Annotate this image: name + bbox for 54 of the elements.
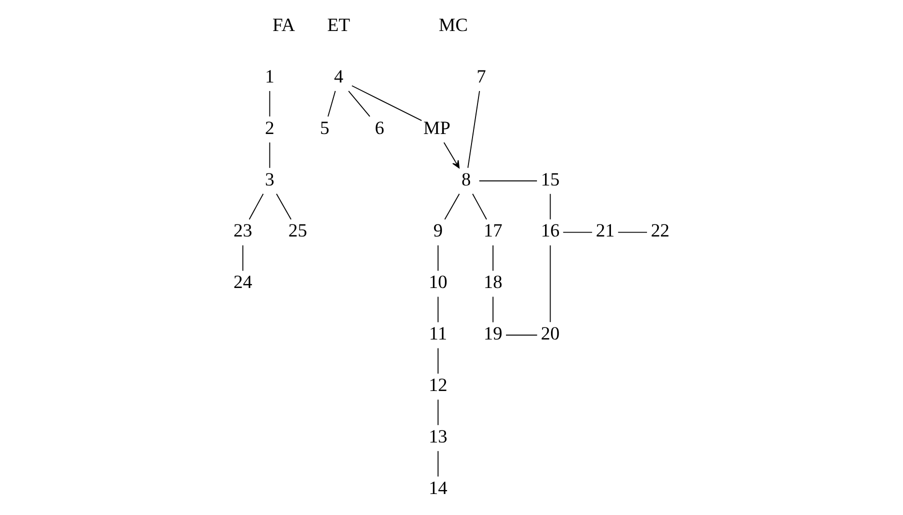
connector xyxy=(550,244,551,322)
connector xyxy=(242,244,244,271)
node-text: 10 xyxy=(428,272,448,293)
node-text: 19 xyxy=(484,323,502,344)
connector xyxy=(492,244,494,271)
node-text: 7 xyxy=(476,66,486,87)
arrow xyxy=(444,142,460,168)
connector xyxy=(438,244,439,271)
node-text: 20 xyxy=(540,323,560,344)
node-text: 4 xyxy=(334,66,344,87)
node-text: 14 xyxy=(428,477,448,498)
connector xyxy=(467,90,480,168)
node-text: 23 xyxy=(233,220,252,242)
node-text: 11 xyxy=(429,323,448,344)
node-text: 24 xyxy=(233,272,252,293)
node-text: 5 xyxy=(320,117,330,138)
connector xyxy=(269,142,270,168)
node-text: 2 xyxy=(265,117,274,138)
node-text: 21 xyxy=(596,220,615,242)
node-text: 12 xyxy=(428,374,448,396)
node-text: 8 xyxy=(461,168,471,190)
node-text: 18 xyxy=(484,272,502,293)
connector xyxy=(276,192,292,220)
connector xyxy=(438,398,439,426)
node-text: 25 xyxy=(288,220,308,242)
connector xyxy=(506,334,538,336)
connector xyxy=(562,231,593,232)
node-text: 6 xyxy=(374,117,384,138)
connector xyxy=(438,450,439,476)
connector xyxy=(472,192,488,220)
node-text: 17 xyxy=(484,220,502,242)
connector xyxy=(444,192,460,220)
node-text: MP xyxy=(423,117,450,138)
connector xyxy=(492,296,494,322)
connector xyxy=(618,231,648,232)
node-text: 15 xyxy=(540,168,560,190)
label: MC xyxy=(438,14,468,36)
connector xyxy=(248,192,264,220)
label: ET xyxy=(327,14,350,36)
connector xyxy=(478,180,538,181)
label: FA xyxy=(272,14,296,36)
node-text: 3 xyxy=(265,168,274,190)
node-text: 13 xyxy=(428,426,448,447)
connector xyxy=(348,90,370,116)
node-text: 22 xyxy=(650,220,670,242)
node-text: 16 xyxy=(540,220,560,242)
node-text: 9 xyxy=(433,220,443,242)
connector xyxy=(351,84,422,121)
connector xyxy=(550,192,551,220)
node-text: 1 xyxy=(265,66,274,87)
connector xyxy=(438,347,439,374)
connector xyxy=(269,90,270,116)
connector xyxy=(328,90,336,116)
connector xyxy=(438,296,439,322)
